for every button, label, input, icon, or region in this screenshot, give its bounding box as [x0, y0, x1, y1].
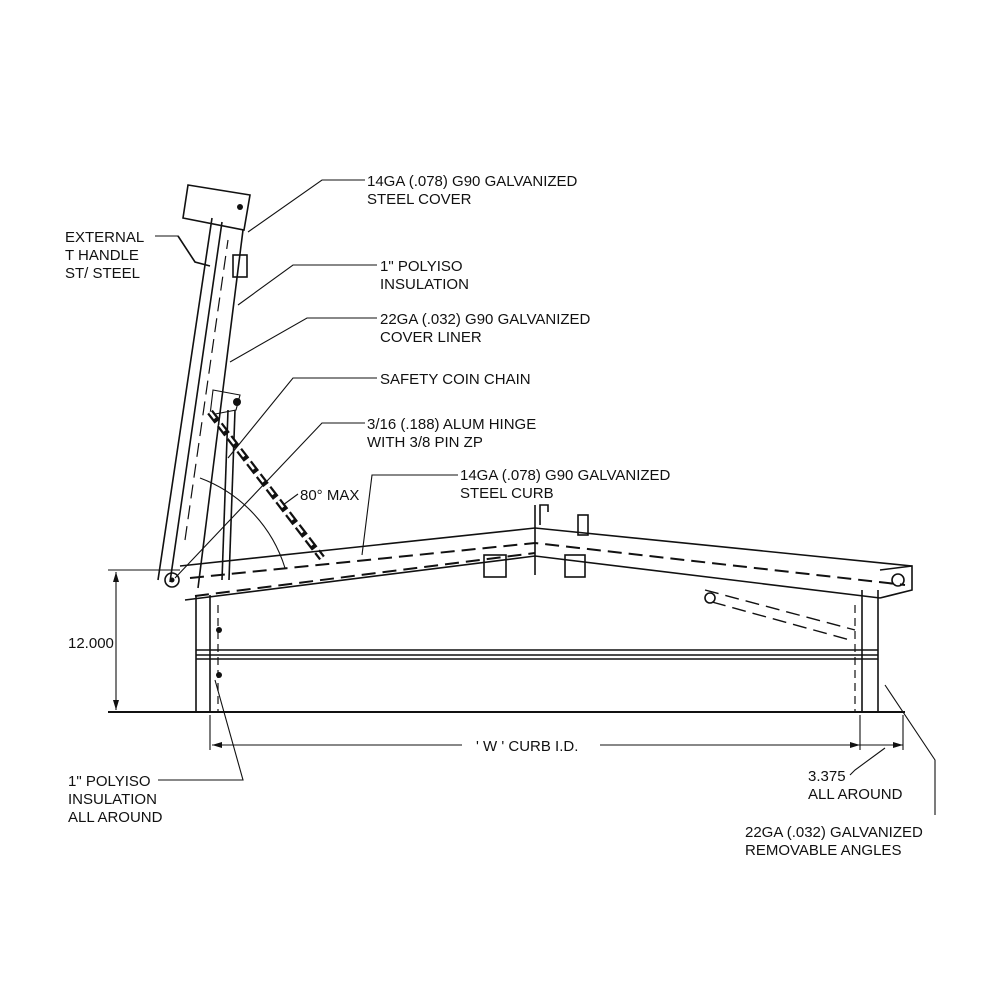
leader-lines [155, 179, 936, 815]
hinge-pin [164, 572, 180, 588]
cover-handle-box [182, 184, 251, 231]
width-dimension: ' W ' CURB I.D. [476, 738, 578, 755]
dimension-lines [108, 569, 904, 750]
curb-frame [108, 504, 913, 713]
open-cover [157, 184, 251, 589]
safety-chain [207, 409, 325, 561]
box-rivet [237, 204, 243, 210]
chain-anchor [233, 398, 241, 406]
height-dimension: 12.000 [68, 635, 114, 652]
angle-arc [199, 477, 286, 569]
latch-bracket [232, 254, 248, 278]
angle-label: 80° MAX [300, 487, 359, 504]
chain-label: SAFETY COIN CHAIN [380, 371, 531, 388]
